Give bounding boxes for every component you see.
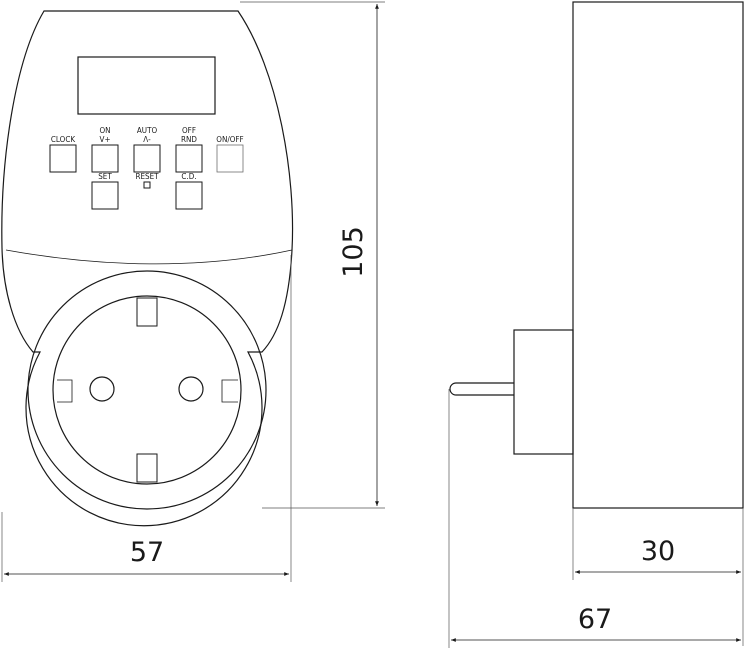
front-view: CLOCK ON V+ AUTO Λ- OFF RND ON/OFF SET R…: [1, 10, 294, 527]
off-label-top: OFF: [182, 126, 196, 135]
auto-label-top: AUTO: [137, 126, 158, 135]
onoff-label: ON/OFF: [216, 135, 243, 144]
earth-clip-bottom: [136, 453, 158, 483]
on-button[interactable]: [91, 144, 119, 173]
auto-button[interactable]: [133, 144, 161, 173]
clock-button[interactable]: [49, 144, 77, 173]
side-view: [449, 1, 744, 509]
socket-outer-ring: [27, 270, 267, 510]
auto-label: Λ-: [143, 135, 151, 144]
pin-hole-left: [89, 376, 115, 402]
plug-pin: [449, 382, 514, 396]
separator-line: [5, 249, 293, 265]
lcd-display: [77, 56, 216, 115]
cd-button[interactable]: [175, 181, 203, 210]
socket-inner-ring: [52, 295, 242, 485]
housing-outline: [1, 10, 294, 527]
pin-hole-right: [178, 376, 204, 402]
side-plug-block: [513, 329, 574, 455]
clock-label: CLOCK: [51, 135, 75, 144]
onoff-button[interactable]: [216, 144, 244, 173]
on-label: V+: [100, 135, 111, 144]
off-label: RND: [181, 135, 197, 144]
width-dimension: 57: [130, 537, 164, 568]
total-depth-dimension: 67: [578, 604, 612, 635]
body-depth-dimension: 30: [641, 536, 675, 567]
cd-label: C.D.: [181, 172, 196, 181]
reset-label: RESET: [135, 172, 159, 181]
set-label: SET: [98, 172, 112, 181]
on-label-top: ON: [99, 126, 110, 135]
side-recess-right: [221, 379, 238, 403]
off-button[interactable]: [175, 144, 203, 173]
set-button[interactable]: [91, 181, 119, 210]
reset-button[interactable]: [143, 181, 151, 189]
side-body: [572, 1, 744, 509]
side-recess-left: [57, 379, 73, 403]
height-dimension: 105: [338, 226, 369, 278]
earth-clip-top: [136, 297, 158, 327]
